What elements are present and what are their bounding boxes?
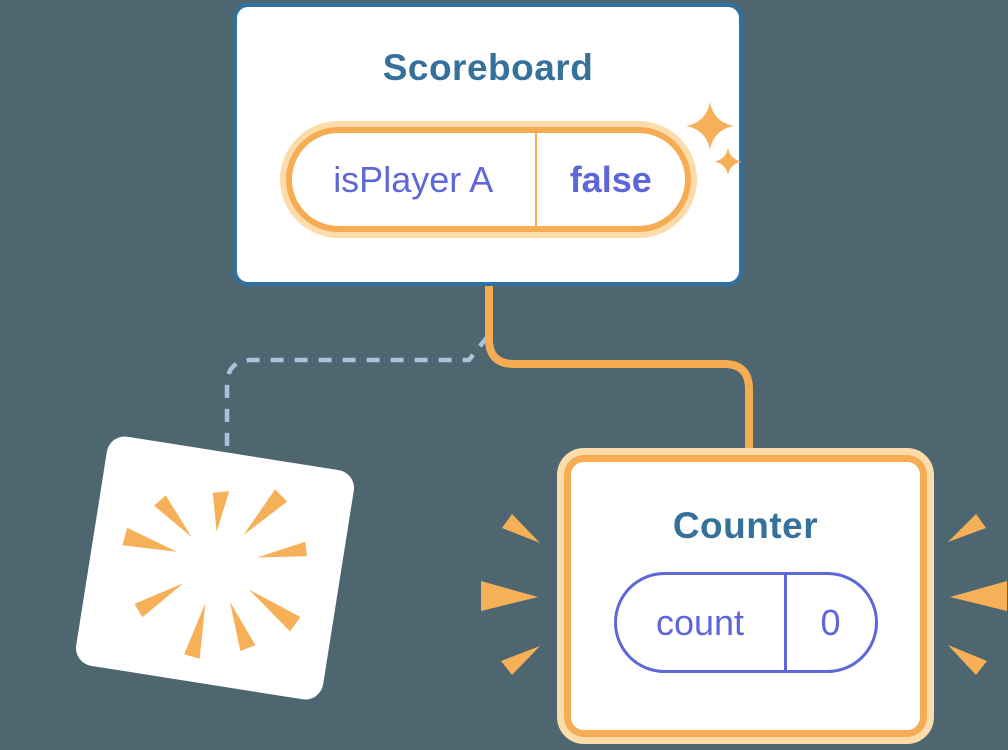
- emphasis-ray: [948, 514, 986, 542]
- removed-branch-connector: [224, 334, 490, 462]
- scoreboard-title: Scoreboard: [382, 47, 594, 88]
- counter-state-value: 0: [820, 601, 841, 643]
- emphasis-ray: [502, 514, 540, 543]
- scoreboard-state-name: isPlayer A: [292, 133, 537, 226]
- emphasis-ray: [501, 646, 540, 675]
- scoreboard-state-value: false: [569, 158, 652, 200]
- destroyed-component-card: [73, 433, 357, 703]
- counter-state-name: count: [617, 575, 787, 670]
- counter-title: Counter: [672, 505, 819, 546]
- sparkle-icon: [686, 102, 742, 175]
- active-branch-connector: [485, 286, 753, 458]
- poof-icon: [122, 489, 307, 659]
- counter-component-card: Counter count 0: [557, 448, 934, 744]
- emphasis-ray: [950, 581, 1007, 611]
- emphasis-ray: [481, 581, 538, 611]
- scoreboard-component-card: Scoreboard isPlayer A false: [233, 3, 743, 286]
- emphasis-ray: [948, 645, 987, 675]
- counter-state-pill: count 0: [613, 572, 878, 673]
- scoreboard-state-pill: isPlayer A false: [279, 121, 697, 238]
